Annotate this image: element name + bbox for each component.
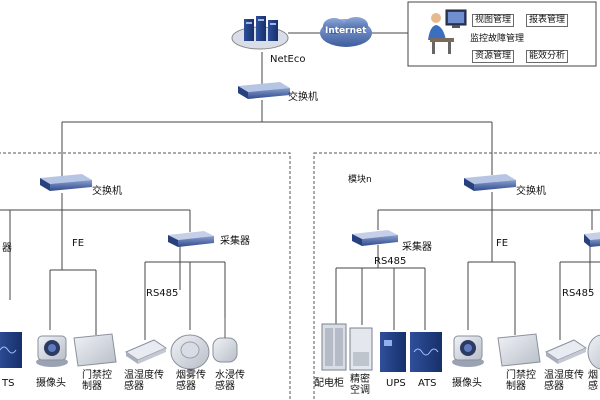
mgmt-monitoring-fault: 监控故障管理 [470, 34, 525, 44]
left-fe-label: FE [72, 238, 85, 249]
right-ups-icon [380, 332, 406, 372]
left-module-box [0, 152, 291, 400]
right-collector-label: 采集器 [402, 242, 432, 253]
right-module-title: 模块n [348, 175, 372, 185]
left-collector-partial-label: 器 [2, 243, 12, 254]
left-access-control-label: 门禁控 制器 [82, 370, 112, 392]
left-rs485-label: RS485 [146, 288, 179, 299]
right-access-control-icon [497, 333, 541, 367]
netco-label: NetEco [270, 54, 306, 65]
left-ats-icon [0, 332, 22, 368]
right-pdu-label: 配电柜 [314, 378, 344, 389]
mgmt-report-management: 报表管理 [526, 14, 569, 27]
left-collector-label: 采集器 [220, 236, 250, 247]
right-switch-icon [464, 174, 516, 191]
right-rs485-label-2: RS485 [562, 288, 595, 299]
left-water-label: 水浸传 感器 [215, 370, 245, 392]
right-precision-ac-label: 精密 空调 [350, 374, 370, 396]
left-smoke-sensor-icon [170, 334, 210, 370]
left-water-sensor-icon [212, 318, 238, 363]
netco-server-icon [231, 16, 289, 50]
right-ats-icon [410, 332, 442, 372]
left-temp-humidity-label: 温湿度传 感器 [124, 370, 164, 392]
left-camera-label: 摄像头 [36, 378, 66, 389]
right-precision-ac-icon [349, 327, 373, 371]
right-switch-label: 交换机 [516, 186, 546, 197]
right-module-box [313, 152, 600, 400]
operator-workstation-icon [428, 9, 467, 54]
connection-lines [0, 32, 600, 340]
right-rs485-label: RS485 [374, 256, 407, 267]
left-access-control-icon [73, 333, 117, 367]
right-smoke-partial-label: 烟 感 [588, 370, 598, 392]
right-collector-2-icon [584, 232, 600, 247]
left-switch-icon [40, 174, 92, 191]
left-switch-label: 交换机 [92, 186, 122, 197]
left-temp-humidity-icon [124, 339, 168, 364]
core-switch-icon [238, 82, 290, 99]
internet-cloud-icon [320, 17, 372, 47]
right-camera-label: 摄像头 [452, 378, 482, 389]
right-temp-humidity-icon [544, 339, 588, 364]
right-temp-humidity-label: 温湿度传 感器 [544, 370, 584, 392]
left-collector-icon [168, 231, 214, 247]
right-camera-icon [452, 335, 484, 367]
right-fe-label: FE [496, 238, 509, 249]
left-camera-icon [36, 335, 68, 367]
mgmt-resource-management: 资源管理 [472, 50, 515, 63]
right-pdu-icon [321, 323, 347, 371]
right-access-control-label: 门禁控 制器 [506, 370, 536, 392]
internet-label: Internet [325, 26, 367, 36]
left-smoke-label: 烟雾传 感器 [176, 370, 206, 392]
mgmt-view-management: 视图管理 [472, 14, 515, 27]
right-smoke-sensor-icon [587, 334, 600, 370]
mgmt-energy-analysis: 能效分析 [526, 50, 569, 63]
right-ups-label: UPS [386, 378, 406, 389]
right-collector-icon [352, 230, 398, 246]
right-ats-label: ATS [418, 378, 437, 389]
left-ats-label: TS [2, 378, 15, 389]
core-switch-label: 交换机 [288, 92, 318, 103]
